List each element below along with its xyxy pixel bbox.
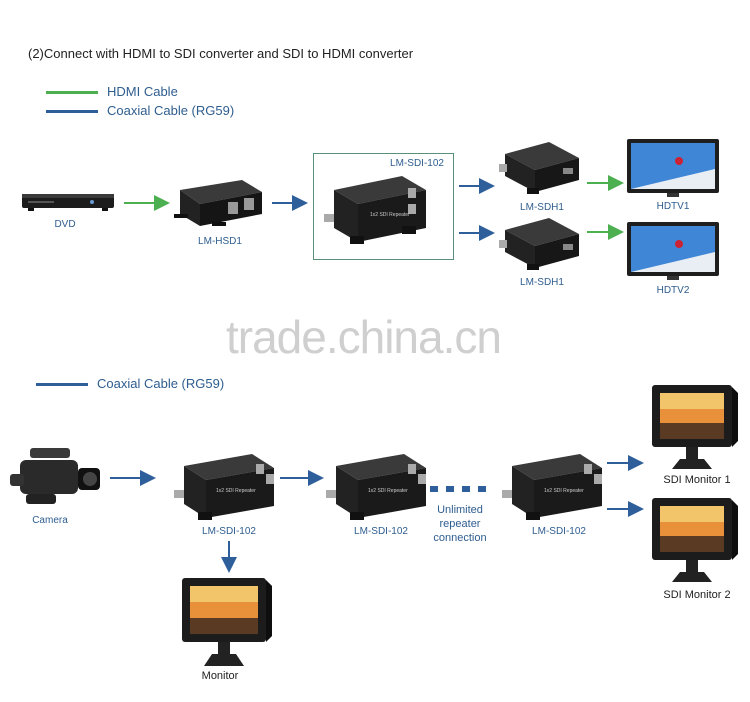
sdi-repeater-3-label: LM-SDI-102 [532, 526, 586, 537]
legend-coax-label-bottom: Coaxial Cable (RG59) [97, 376, 225, 391]
sdi-repeater-1-icon: 1x2 SDI Repeater [174, 454, 274, 520]
sdi-top-label: LM-SDI-102 [390, 158, 444, 169]
svg-text:1x2 SDI Repeater: 1x2 SDI Repeater [544, 488, 584, 494]
legend-coax-label: Coaxial Cable (RG59) [107, 103, 235, 118]
monitor-icon [182, 578, 272, 666]
repeater-note-line-2: repeater [439, 518, 481, 530]
sdi-repeater-2-icon: 1x2 SDI Repeater [326, 454, 426, 520]
monitor-label: Monitor [201, 670, 239, 682]
dvd-label: DVD [54, 219, 76, 230]
hdtv-1-label: HDTV1 [656, 201, 690, 212]
sdi-repeater-1-label: LM-SDI-102 [202, 526, 256, 537]
legend-hdmi-line [46, 91, 98, 94]
sdi-monitor-2-label: SDI Monitor 2 [663, 589, 731, 601]
splitter-frame [313, 153, 454, 260]
sdh-2-label: LM-SDH1 [520, 277, 564, 288]
legend-hdmi-label: HDMI Cable [107, 84, 178, 99]
hdtv-2-icon [627, 222, 719, 280]
repeater-note-line-1: Unlimited [437, 504, 483, 516]
hdtv-1-icon [627, 139, 719, 197]
legend-coax-line [46, 110, 98, 113]
sdi-splitter-top-icon: 1x2 SDI Repeater [324, 176, 426, 244]
camera-icon [10, 448, 100, 504]
hsd-label: LM-HSD1 [198, 236, 242, 247]
svg-text:1x2 SDI Repeater: 1x2 SDI Repeater [216, 488, 256, 494]
sdi-monitor-1-label: SDI Monitor 1 [663, 474, 731, 486]
repeater-note-line-3: connection [433, 532, 487, 544]
svg-text:1x2 SDI Repeater: 1x2 SDI Repeater [370, 212, 410, 218]
legend-coax-line-bottom [36, 383, 88, 386]
hdtv-2-label: HDTV2 [656, 285, 690, 296]
sdi-monitor-1-icon [652, 385, 738, 469]
svg-text:1x2 SDI Repeater: 1x2 SDI Repeater [368, 488, 408, 494]
sdh-converter-1-icon [499, 142, 579, 194]
sdi-repeater-3-icon: 1x2 SDI Repeater [502, 454, 602, 520]
sdi-repeater-2-label: LM-SDI-102 [354, 526, 408, 537]
sdh-converter-2-icon [499, 218, 579, 270]
dvd-player-icon [22, 194, 114, 211]
watermark: trade.china.cn [226, 311, 502, 363]
repeater-note: Unlimited repeater connection [420, 503, 500, 545]
sdh-1-label: LM-SDH1 [520, 202, 564, 213]
camera-label: Camera [32, 515, 68, 526]
sdi-monitor-2-icon [652, 498, 738, 582]
diagram-title: (2)Connect with HDMI to SDI converter an… [28, 46, 414, 61]
hsd-converter-icon [174, 180, 262, 226]
